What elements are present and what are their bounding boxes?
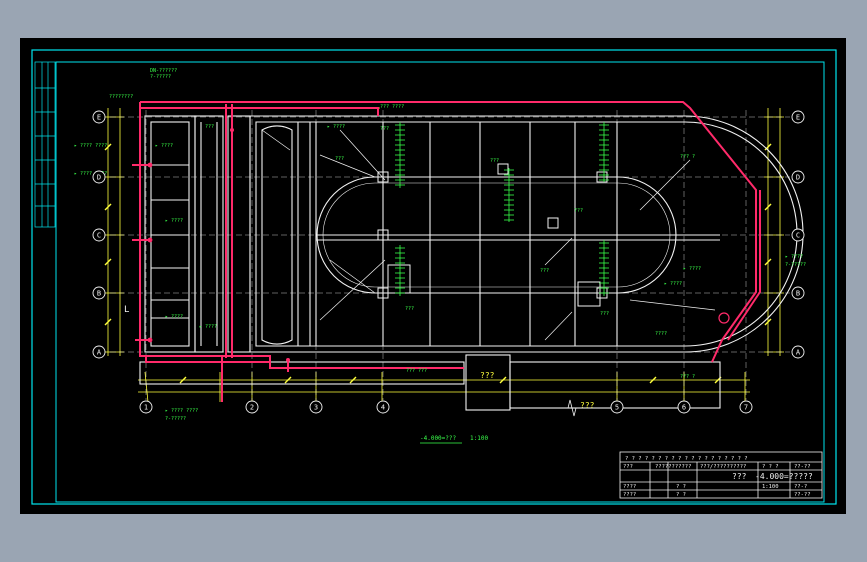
axis-col-2-bubble [245, 400, 259, 414]
svg-text:??? ????: ??? ???? [380, 104, 404, 110]
axis-row-A-right-bubble [791, 345, 805, 359]
title-r1c3: ???/?????????? [700, 464, 746, 470]
svg-text:???: ??? [540, 268, 549, 274]
plan-title: -4.000=??? [420, 435, 457, 442]
svg-text:▸ ????: ▸ ???? [683, 266, 701, 272]
axis-row-C-right-bubble [791, 228, 805, 242]
plan-scale: 1:100 [470, 435, 488, 442]
svg-text:???: ??? [380, 126, 389, 132]
room-label-b: ??? [580, 401, 595, 410]
svg-text:????: ???? [655, 331, 667, 337]
title-r1c1: ??? [623, 464, 633, 470]
title-header: ? ? ? ? ? ? ? ? ? ? ? ? ? ? ? ? ? ? ? [625, 456, 748, 462]
title-r3c3: 1:100 [762, 484, 779, 490]
title-r4c3: ??-?? [794, 492, 811, 498]
title-r1c5: ??-?? [794, 464, 811, 470]
axis-col-1-bubble [139, 400, 153, 414]
svg-text:▸ ????: ▸ ???? [785, 254, 803, 260]
title-r1c2: ??????????? [655, 464, 691, 470]
svg-text:?-?????: ?-????? [150, 74, 171, 80]
axis-bubbles: E E D D C C B B A A 1 2 3 4 5 6 7 [92, 110, 805, 414]
title-block [619, 451, 823, 499]
axis-row-D-right-bubble [791, 170, 805, 184]
svg-text:???: ??? [205, 124, 214, 130]
axis-row-E-left-bubble [92, 110, 106, 124]
axis-row-C-left-label: C [97, 232, 101, 240]
title-drawing-prefix: ??? [732, 472, 747, 481]
axis-col-6-bubble [677, 400, 691, 414]
svg-text:??? ?: ??? ? [680, 154, 695, 160]
annotations: DN-?????? ?-????? ???????? ▸ ???? ???? ▸… [74, 68, 806, 422]
title-drawing: -4.000=????? [755, 472, 813, 481]
svg-text:▸ ????: ▸ ???? [664, 281, 682, 287]
svg-text:▸ ????: ▸ ???? [199, 324, 217, 330]
axis-row-D-left-bubble [92, 170, 106, 184]
drawing-canvas [20, 38, 846, 514]
axis-col-5-bubble [610, 400, 624, 414]
axis-col-7-label: 7 [744, 404, 748, 412]
drain-circle [718, 312, 730, 324]
svg-text:?-?????: ?-????? [165, 416, 186, 422]
axis-row-A-left-label: A [97, 349, 102, 357]
axis-row-B-right-bubble [791, 286, 805, 300]
axis-row-D-right-label: D [796, 174, 800, 182]
svg-text:???: ??? [405, 306, 414, 312]
axis-row-E-right-bubble [791, 110, 805, 124]
svg-text:▸ ???? ????: ▸ ???? ???? [74, 143, 107, 149]
axis-row-C-left-bubble [92, 228, 106, 242]
ladder-ticks [395, 124, 609, 294]
svg-text:??? ?: ??? ? [680, 374, 695, 380]
axis-row-E-right-label: E [796, 114, 800, 122]
title-r4c1: ???? [623, 492, 636, 498]
break-line [560, 399, 584, 417]
svg-text:????????: ???????? [109, 94, 133, 100]
svg-text:▸ ???? ????: ▸ ???? ???? [74, 171, 107, 177]
title-r3c2: ? ? [676, 484, 686, 490]
axis-col-2-label: 2 [250, 404, 254, 412]
axis-row-B-left-bubble [92, 286, 106, 300]
svg-text:???: ??? [600, 311, 609, 317]
axis-col-7-bubble [739, 400, 753, 414]
svg-text:DN-??????: DN-?????? [150, 68, 177, 74]
axis-row-A-left-bubble [92, 345, 106, 359]
title-r3c4: ??-? [794, 484, 807, 490]
axis-col-5-label: 5 [615, 404, 619, 412]
svg-text:▸ ????: ▸ ???? [155, 143, 173, 149]
axis-row-B-right-label: B [796, 290, 800, 298]
dimension-ticks [104, 143, 772, 384]
axis-col-3-bubble [309, 400, 323, 414]
axis-col-4-label: 4 [381, 404, 385, 412]
axis-row-E-left-label: E [97, 114, 101, 122]
axis-row-B-left-label: B [97, 290, 101, 298]
svg-text:▸ ????: ▸ ???? [165, 314, 183, 320]
pipe-joints [147, 128, 290, 362]
pipe-route [132, 101, 761, 402]
axis-col-6-label: 6 [682, 404, 686, 412]
svg-text:▸ ????: ▸ ???? [165, 218, 183, 224]
svg-text:?-?????: ?-????? [785, 262, 806, 268]
axis-row-C-right-label: C [796, 232, 800, 240]
svg-text:▸ ????: ▸ ???? [327, 124, 345, 130]
axis-col-3-label: 3 [314, 404, 318, 412]
inner-frame [55, 61, 825, 503]
svg-text:▸ ???? ????: ▸ ???? ???? [165, 408, 198, 414]
svg-text:??? ???: ??? ??? [406, 368, 427, 374]
axis-row-A-right-label: A [796, 349, 801, 357]
axis-row-D-left-label: D [97, 174, 101, 182]
axis-col-4-bubble [376, 400, 390, 414]
binding-strip [34, 61, 56, 228]
outer-frame [31, 49, 837, 505]
axis-col-1-label: 1 [144, 404, 148, 412]
radius-marks [261, 129, 716, 341]
title-block-text: ? ? ? ? ? ? ? ? ? ? ? ? ? ? ? ? ? ? ? ??… [623, 456, 813, 498]
room-label-a: ??? [480, 371, 495, 380]
svg-text:???: ??? [335, 156, 344, 162]
svg-text:???: ??? [574, 208, 583, 214]
corner-mark: L [124, 305, 129, 315]
svg-text:???: ??? [490, 158, 499, 164]
title-r4c2: ? ? [676, 492, 686, 498]
title-r1c4: ? ? ? [762, 464, 779, 470]
title-r3c1: ???? [623, 484, 636, 490]
